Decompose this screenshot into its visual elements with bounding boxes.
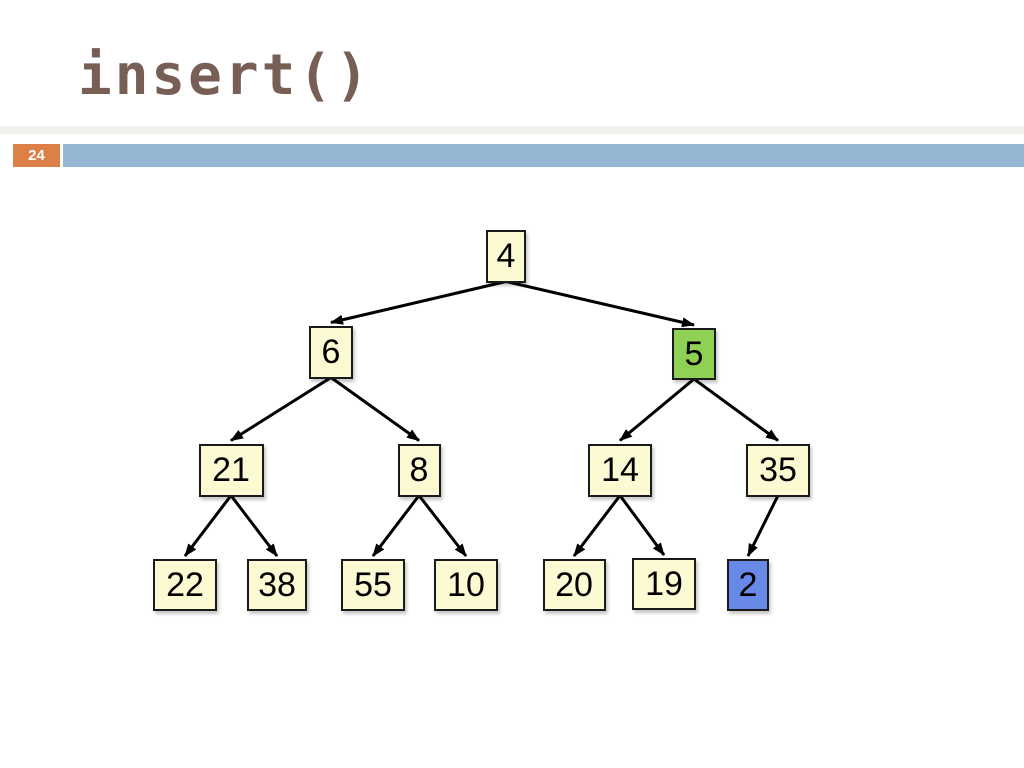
tree-node-22: 22 xyxy=(153,559,217,611)
tree-edge-21-38 xyxy=(229,494,279,557)
tree-node-label: 5 xyxy=(684,334,704,373)
tree-node-55: 55 xyxy=(341,559,405,611)
tree-edge-4-5 xyxy=(505,280,695,328)
tree-edge-4-6 xyxy=(330,280,507,325)
tree-node-label: 14 xyxy=(601,450,639,489)
tree-node-label: 22 xyxy=(166,565,204,604)
tree-edge-6-8 xyxy=(330,376,420,442)
tree-node-2: 2 xyxy=(727,559,769,611)
tree-edge-8-55 xyxy=(371,494,421,557)
slide-title: insert() xyxy=(78,43,372,108)
tree-edge-6-21 xyxy=(230,376,332,442)
tree-node-label: 8 xyxy=(409,450,429,489)
tree-edge-14-19 xyxy=(618,494,666,556)
page-number-badge: 24 xyxy=(13,144,60,167)
tree-node-19: 19 xyxy=(632,558,696,610)
tree-node-label: 20 xyxy=(555,565,593,604)
tree-node-10: 10 xyxy=(434,559,498,611)
tree-node-4: 4 xyxy=(486,229,526,283)
tree-edge-5-35 xyxy=(693,377,779,442)
tree-edge-21-22 xyxy=(183,494,233,557)
tree-node-20: 20 xyxy=(542,559,606,611)
tree-node-label: 6 xyxy=(321,332,341,371)
tree-edge-8-10 xyxy=(417,494,468,557)
tree-node-14: 14 xyxy=(588,443,652,497)
tree-node-label: 4 xyxy=(496,236,516,275)
tree-node-label: 19 xyxy=(645,564,683,603)
tree-node-label: 55 xyxy=(354,565,392,604)
tree-edge-14-20 xyxy=(572,494,622,557)
tree-node-21: 21 xyxy=(198,443,264,497)
tree-node-label: 38 xyxy=(258,565,296,604)
tree-node-38: 38 xyxy=(247,559,307,611)
page-number: 24 xyxy=(28,147,45,164)
tree-node-label: 10 xyxy=(447,565,485,604)
tree-edge-5-14 xyxy=(619,377,695,442)
tree-node-label: 35 xyxy=(759,450,797,489)
tree-node-6: 6 xyxy=(309,325,353,379)
tree-node-label: 2 xyxy=(738,565,758,604)
tree-node-5: 5 xyxy=(672,328,716,380)
title-rule xyxy=(0,126,1024,134)
header-bar xyxy=(63,144,1024,167)
tree-edge-35-2 xyxy=(746,494,780,557)
tree-node-35: 35 xyxy=(746,443,810,497)
tree-node-label: 21 xyxy=(212,450,250,489)
tree-node-8: 8 xyxy=(397,443,441,497)
